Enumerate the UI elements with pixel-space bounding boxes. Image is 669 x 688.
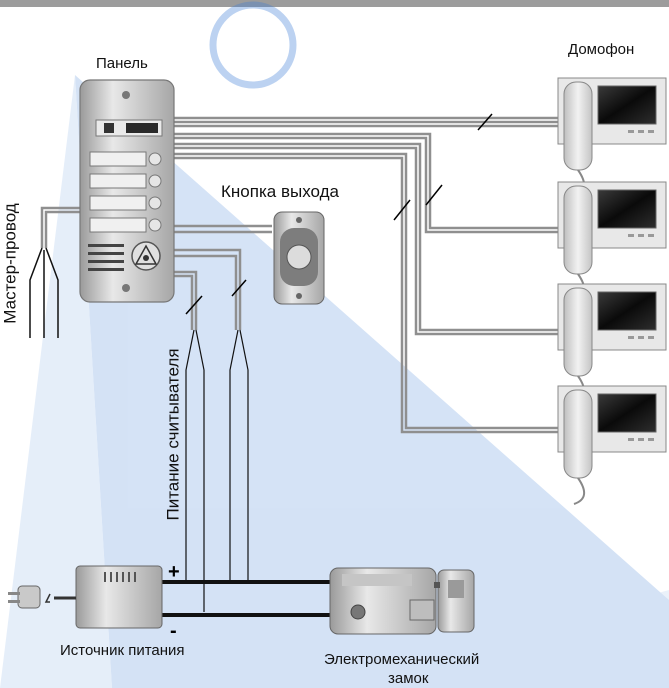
exit-button-device <box>273 211 325 305</box>
master-wire-ends <box>29 247 59 338</box>
minus-sign: - <box>170 620 177 642</box>
power-supply-device <box>8 565 163 629</box>
power-supply-label: Источник питания <box>60 642 185 659</box>
electromechanical-lock <box>329 567 475 635</box>
master-wire-label: Мастер-провод <box>0 203 20 324</box>
call-panel <box>79 79 175 303</box>
intercom-label: Домофон <box>568 41 635 58</box>
exit-button-label: Кнопка выхода <box>221 182 339 201</box>
lock-label-line1: Электромеханический <box>324 651 480 668</box>
intercom-wires <box>40 116 560 434</box>
registered-mark <box>209 1 297 89</box>
supply-wires <box>162 580 336 617</box>
plus-sign: + <box>168 561 180 583</box>
panel-label: Панель <box>96 55 148 72</box>
intercom-monitors <box>557 77 667 505</box>
reader-power-wires <box>185 329 249 612</box>
cable-marks <box>185 113 493 315</box>
reader-power-label: Питание считывателя <box>163 348 183 521</box>
lock-label-line2: замок <box>388 670 429 687</box>
top-bar <box>0 0 669 7</box>
